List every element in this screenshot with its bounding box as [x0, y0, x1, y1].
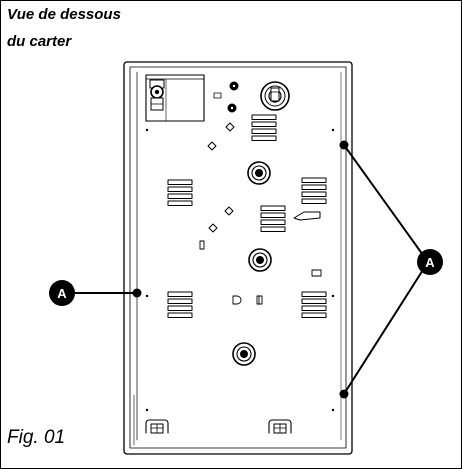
- small-notch: [199, 240, 205, 250]
- vent-slot: [167, 305, 193, 311]
- vent-slot: [301, 184, 327, 190]
- small-slot: [213, 92, 222, 99]
- vent-slot: [251, 128, 277, 134]
- casing-outer-outline: [123, 61, 353, 455]
- vent-slot: [167, 312, 193, 318]
- center-fitting-1-icon: [247, 161, 271, 185]
- vent-slot: [260, 205, 286, 211]
- diagram-title-line-1: Vue de dessous: [7, 6, 121, 23]
- vent-slot: [301, 291, 327, 297]
- arrow-tab-shape: [293, 211, 321, 221]
- diamond-markers: [207, 122, 235, 233]
- casing-inner-outline: [129, 66, 347, 449]
- vent-slot: [301, 298, 327, 304]
- vent-slot: [251, 135, 277, 141]
- vent-grille-1: [251, 114, 277, 141]
- callout-label-right: A: [425, 255, 435, 270]
- connection-box-outline: [145, 74, 205, 122]
- vent-slot: [167, 193, 193, 199]
- foot-right-icon: [268, 419, 292, 434]
- mounting-holes: [145, 128, 335, 412]
- vent-slot: [260, 226, 286, 232]
- diagram-title-line-2: du carter: [7, 33, 72, 50]
- callout-point-right-bottom: [339, 389, 349, 399]
- vent-slot: [251, 121, 277, 127]
- vent-slot: [260, 212, 286, 218]
- callout-badge-left: A: [49, 280, 75, 306]
- vent-slot: [301, 191, 327, 197]
- vent-grille-3: [301, 177, 327, 204]
- vent-slot: [167, 179, 193, 185]
- vent-slot: [167, 298, 193, 304]
- vent-slot: [167, 186, 193, 192]
- vent-slot: [301, 305, 327, 311]
- foot-left-icon: [145, 419, 169, 434]
- vent-slot: [301, 177, 327, 183]
- callout-label-left: A: [57, 286, 67, 301]
- center-fitting-3-icon: [232, 342, 256, 366]
- d-clip-right: [256, 295, 263, 305]
- main-pipe-fitting-icon: [260, 81, 290, 111]
- callout-badge-right: A: [417, 249, 443, 275]
- vent-slot: [167, 291, 193, 297]
- callout-point-right-top: [339, 140, 349, 150]
- vent-grille-6: [301, 291, 327, 318]
- callout-leaders: [74, 144, 429, 395]
- center-fitting-2-icon: [248, 248, 272, 272]
- small-rect-marker: [311, 269, 322, 277]
- vent-grille-2: [167, 179, 193, 206]
- d-clip-left: [232, 295, 242, 305]
- vent-grille-5: [167, 291, 193, 318]
- vent-grilles: [167, 114, 327, 318]
- vent-slot: [260, 219, 286, 225]
- vent-slot: [251, 114, 277, 120]
- callout-point-left: [132, 288, 142, 298]
- vent-slot: [167, 200, 193, 206]
- connection-box: [145, 74, 205, 122]
- vent-slot: [301, 312, 327, 318]
- vent-grille-4: [260, 205, 286, 232]
- vent-slot: [301, 198, 327, 204]
- figure-label: Fig. 01: [7, 427, 66, 448]
